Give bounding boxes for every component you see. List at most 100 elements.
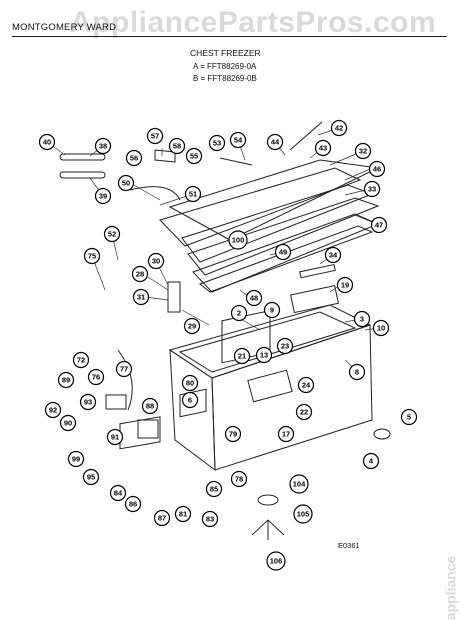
callout-19: 19 [336,276,354,294]
callout-circle [314,139,332,157]
callout-label: 80 [186,379,194,388]
callout-99: 99 [67,450,85,468]
callout-17: 17 [277,425,295,443]
callout-9: 9 [263,301,281,319]
callout-circle [38,133,56,151]
callout-33: 33 [363,180,381,198]
callout-circle [181,391,199,409]
callout-label: 84 [114,489,123,498]
callout-label: 39 [99,192,107,201]
callout-48: 48 [245,289,263,307]
callout-circle [266,133,284,151]
callout-55: 55 [185,147,203,165]
callout-circle [67,450,85,468]
callout-label: 78 [235,475,243,484]
callout-84: 84 [109,484,127,502]
callout-label: 9 [270,306,274,315]
callout-circle [72,351,90,369]
callout-label: 52 [108,230,116,239]
callout-label: 4 [369,457,374,466]
callout-label: 104 [293,480,306,489]
callout-label: 75 [88,252,96,261]
callout-42: 42 [330,119,348,137]
callout-75: 75 [83,247,101,265]
callout-label: 29 [188,322,196,331]
callout-81: 81 [174,505,192,523]
callout-circle [324,246,342,264]
callout-circle [124,495,142,513]
callout-8: 8 [348,363,366,381]
callout-label: 53 [213,139,221,148]
callout-circle [205,480,223,498]
callout-label: 85 [210,485,218,494]
drawing-code: E0361 [338,541,360,550]
callout-label: 87 [158,514,166,523]
callout-79: 79 [224,425,242,443]
callout-circle [353,310,371,328]
callout-circle [94,187,112,205]
callout-label: 49 [279,248,287,257]
callout-56: 56 [125,149,143,167]
callout-38: 38 [94,137,112,155]
callout-circle [183,317,201,335]
callout-label: 51 [189,190,197,199]
callout-label: 46 [373,165,381,174]
callout-54: 54 [229,131,247,149]
callout-circle [181,374,199,392]
callout-label: 48 [250,294,258,303]
callout-label: 3 [360,315,364,324]
callout-circle [348,363,366,381]
callout-87: 87 [153,509,171,527]
callout-label: 22 [300,408,308,417]
callout-72: 72 [72,351,90,369]
callout-circle [174,505,192,523]
callout-30: 30 [147,252,165,270]
callout-circle [208,134,226,152]
callout-circle [115,360,133,378]
callout-circle [293,504,313,524]
callout-28: 28 [131,265,149,283]
callout-label: 99 [72,455,80,464]
callout-label: 2 [237,309,241,318]
callout-circle [230,470,248,488]
callout-44: 44 [266,133,284,151]
callout-label: 19 [341,281,349,290]
callout-circle [59,414,77,432]
callout-49: 49 [274,243,292,261]
callout-58: 58 [168,137,186,155]
callout-label: 57 [151,132,159,141]
callout-circle [245,289,263,307]
callout-40: 40 [38,133,56,151]
callout-circle [372,319,390,337]
callout-label: 92 [49,406,57,415]
callout-83: 83 [201,510,219,528]
callout-91: 91 [106,428,124,446]
callout-label: 34 [329,251,338,260]
callout-label: 106 [270,557,283,566]
callout-circle [201,510,219,528]
cabinet [168,304,373,472]
callout-52: 52 [103,225,121,243]
callout-22: 22 [295,403,313,421]
callout-85: 85 [205,480,223,498]
callout-21: 21 [233,347,251,365]
callout-76: 76 [87,368,105,386]
callout-label: 105 [297,510,310,519]
callout-label: 33 [368,185,376,194]
callout-circle [168,137,186,155]
callout-label: 21 [238,352,246,361]
callout-label: 23 [281,342,289,351]
callout-24: 24 [297,376,315,394]
callout-label: 58 [173,142,181,151]
callout-circle [228,230,248,250]
callout-circle [146,127,164,145]
callout-circle [274,243,292,261]
callout-10: 10 [372,319,390,337]
callout-circle [276,337,294,355]
callout-circle [109,484,127,502]
callout-2: 2 [230,304,248,322]
callout-circle [131,265,149,283]
callout-label: 44 [271,138,280,147]
callout-label: 77 [120,365,128,374]
